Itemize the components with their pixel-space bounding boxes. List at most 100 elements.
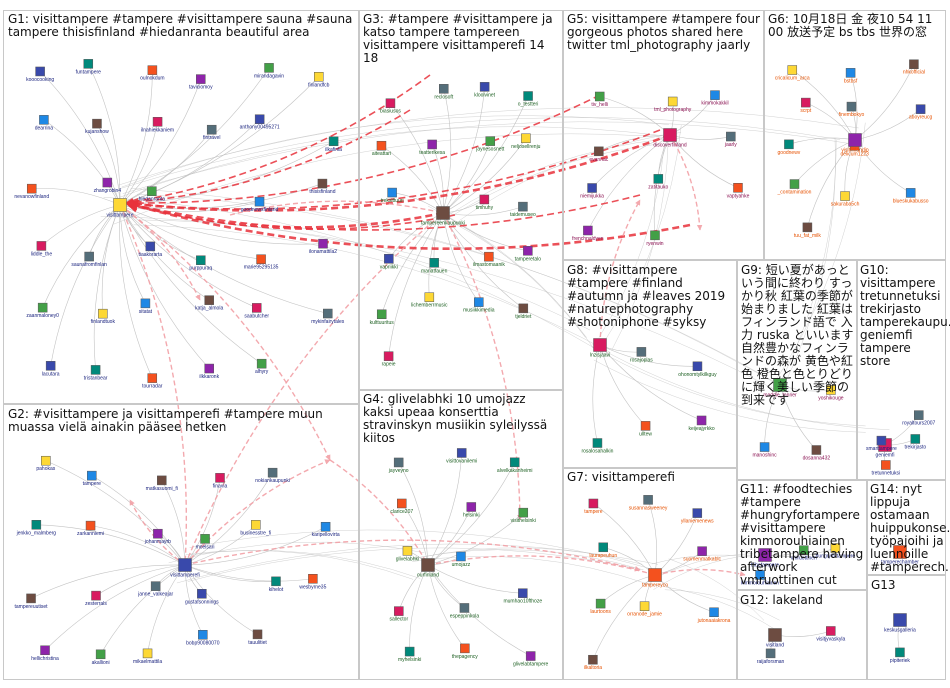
node-yoshikouge[interactable]: yoshikouge [818, 385, 844, 401]
node-glivelabhki[interactable]: glivelabhki [396, 546, 419, 562]
node-nhkofficial[interactable]: nhkofficial [903, 59, 925, 76]
node-mikaelmattila[interactable]: mikaelmattila [133, 648, 162, 665]
node-treksittuuri[interactable]: treksittuuri [381, 187, 404, 204]
node-visitland[interactable]: visitland [766, 628, 784, 649]
node-tourradar[interactable]: tourradar [142, 373, 163, 390]
node-helsinki[interactable]: helsinki [463, 502, 480, 518]
node-jaynesosnett[interactable]: jaynesosnett [475, 136, 505, 153]
node-ilmastomaanik[interactable]: ilmastomaanik [473, 251, 505, 268]
node-kimmorouhiainen[interactable]: kimmorouhiainen [741, 570, 779, 587]
node-susannasweeney[interactable]: susannasweeney [629, 495, 668, 511]
node-moelsari[interactable]: moelsari [196, 534, 215, 550]
node-jayveyno[interactable]: jayveyno [388, 457, 409, 474]
node-discoverfinland[interactable]: discoverfinland [653, 128, 687, 149]
node-tampere[interactable]: tampere [584, 498, 603, 515]
node-karipellovirta[interactable]: karipellovirta [312, 521, 340, 538]
node-_contamination[interactable]: _contamination [777, 179, 812, 196]
node-teatterikesa[interactable]: teatterikesa [419, 139, 445, 156]
node-visittovanilemi[interactable]: visittovanilemi [446, 448, 477, 464]
node-vapriikki[interactable]: vapriikki [380, 254, 398, 270]
node-visittamperefi[interactable]: visittamperefi [170, 558, 200, 579]
node-visitjyvaskyla[interactable]: visitjyvaskyla [816, 626, 845, 642]
node-tampereenkaupunki[interactable]: tampereenkaupunki [421, 206, 465, 227]
node-tiaakorarta[interactable]: tiaakorarta [138, 241, 162, 258]
node-tristanbear[interactable]: tristanbear [84, 365, 108, 381]
node-finavia[interactable]: finavia [213, 473, 228, 489]
node-zhangrobin4[interactable]: zhangrobin4 [94, 177, 122, 194]
node-orranode_jamie[interactable]: orranode_jamie [627, 601, 662, 618]
node-goodnewv[interactable]: goodnewv [778, 139, 801, 156]
node-lnzisjaavi[interactable]: lnzisjaavi [590, 338, 610, 359]
node-glivelabtampere[interactable]: glivelabtampere [513, 651, 549, 668]
node-fintravel[interactable]: fintravel [203, 124, 221, 141]
node-marie95295135[interactable]: marie95295135 [244, 254, 279, 271]
node-kujanshow[interactable]: kujanshow [85, 118, 109, 135]
node-taviciomoy[interactable]: taviciomoy [189, 74, 213, 91]
node-sallector[interactable]: sallector [389, 606, 408, 623]
node-raijaforsman[interactable]: raijaforsman [757, 648, 785, 665]
node-biasiusos[interactable]: biasiusos [380, 98, 401, 115]
node-evannac[interactable]: evannac [589, 146, 609, 163]
node-rosalosahalkin[interactable]: rosalosahalkin [581, 438, 614, 455]
node-wesbyrne35[interactable]: wesbyrne35 [299, 574, 327, 590]
node-ilkaltoria[interactable]: ilkaltoria [584, 654, 603, 671]
node-jenkko_malmberg[interactable]: jenkko_malmberg [16, 520, 57, 536]
node-tuu_fat_milk[interactable]: tuu_fat_milk [794, 222, 821, 239]
node-aiteattari[interactable]: aiteattari [372, 140, 391, 157]
node-frenchnaldyen[interactable]: frenchnaldyen [572, 225, 604, 242]
node-niemijukka[interactable]: niemijukka [580, 183, 604, 199]
node-laurapeuhun[interactable]: laurapeuhun [589, 542, 617, 559]
node-royaltours2007[interactable]: royaltours2007 [902, 410, 936, 427]
node-sakuraba5ch[interactable]: sakuraba5ch [831, 191, 860, 208]
node-lacutara[interactable]: lacutara [42, 361, 60, 377]
node-funtampere[interactable]: funtampere [76, 59, 102, 75]
node-tamperechamber[interactable]: tamperechamber [881, 545, 919, 566]
node-ilkafinla[interactable]: ilkafinla [325, 136, 342, 153]
node-ohonomtylkilkguy[interactable]: ohonomtylkilkguy [678, 361, 717, 378]
node-goodnewsfinland[interactable]: goodnewsfinland [241, 196, 279, 213]
node-suomenmatkablc[interactable]: suomenmatkablc [683, 546, 721, 563]
node-finlandfcb[interactable]: finlandfcb [308, 72, 330, 88]
node-myhelsinki[interactable]: myhelsinki [398, 646, 421, 663]
node-jutonaaiakrona[interactable]: jutonaaiakrona [697, 607, 731, 624]
node-zesterrals[interactable]: zesterrals [85, 590, 107, 607]
node-zarkanniemi[interactable]: zarkanniemi [77, 520, 104, 537]
node-pipiteriek[interactable]: pipiteriek [890, 647, 911, 664]
node-pahokas[interactable]: pahokas [36, 455, 56, 472]
node-bstbsf[interactable]: bstbsf [844, 68, 858, 84]
node-tml_photography[interactable]: tml_photography [654, 96, 692, 113]
node-liddle_the[interactable]: liddle_the [31, 241, 53, 257]
node-purppuraq[interactable]: purppuraq [189, 255, 212, 272]
node-alhyry[interactable]: alhyry [255, 358, 269, 375]
node-hungryfortampere[interactable]: hungryfortampere [816, 543, 856, 560]
node-saunafromfinlan[interactable]: saunafromfinlan [71, 251, 107, 268]
node-taidemuseo[interactable]: taidemuseo [510, 201, 536, 218]
node-aboyreucg[interactable]: aboyreucg [909, 104, 933, 121]
node-tauulitiet[interactable]: tauulitiet [248, 629, 267, 646]
node-johanmayrb[interactable]: johanmayrb [144, 528, 171, 545]
node-dearrina[interactable]: dearrina [35, 115, 54, 131]
node-finembokyo[interactable]: finembokyo [839, 101, 865, 118]
node-saabutcher[interactable]: saabutcher [244, 303, 269, 319]
node-tampere[interactable]: tampere [83, 470, 102, 487]
node-tribetampere[interactable]: tribetampere [751, 548, 779, 569]
node-rapeie[interactable]: rapeie [382, 351, 396, 368]
node-tampereyco[interactable]: tampereyco [642, 568, 668, 589]
node-ryenwin[interactable]: ryenwin [646, 230, 664, 247]
node-kulttuuritus[interactable]: kulttuuritus [370, 309, 395, 326]
node-gustafsonnings[interactable]: gustafsonnings [185, 589, 219, 605]
node-nokiankaupunki[interactable]: nokiankaupunki [255, 467, 290, 484]
node-mirandagavin[interactable]: mirandagavin [254, 63, 284, 79]
node-timhuhy[interactable]: timhuhy [476, 194, 494, 211]
node-ilkkaronk[interactable]: ilkkaronk [199, 363, 220, 380]
node-nevanowfinland[interactable]: nevanowfinland [14, 183, 49, 200]
node-ilonamattila2[interactable]: ilonamattila2 [309, 238, 337, 255]
node-thisisfinland[interactable]: thisisfinland [309, 178, 336, 195]
node-vmruottinen[interactable]: vmruottinen [791, 545, 817, 562]
node-finlandtuok[interactable]: finlandtuok [91, 308, 116, 325]
node-blueskukabusso[interactable]: blueskukabusso [893, 188, 929, 204]
node-mariatfauen[interactable]: mariatfauen [421, 258, 448, 274]
node-hellichristina[interactable]: hellichristina [31, 645, 59, 662]
node-visittampere[interactable]: visittampere [107, 198, 134, 219]
node-espeppinkola[interactable]: espeppinkola [450, 603, 480, 619]
